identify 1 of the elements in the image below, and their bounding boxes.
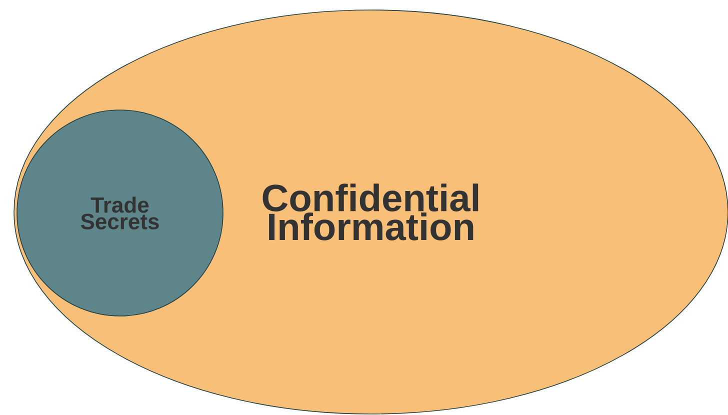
circle-region: Trade Secrets bbox=[16, 110, 224, 316]
